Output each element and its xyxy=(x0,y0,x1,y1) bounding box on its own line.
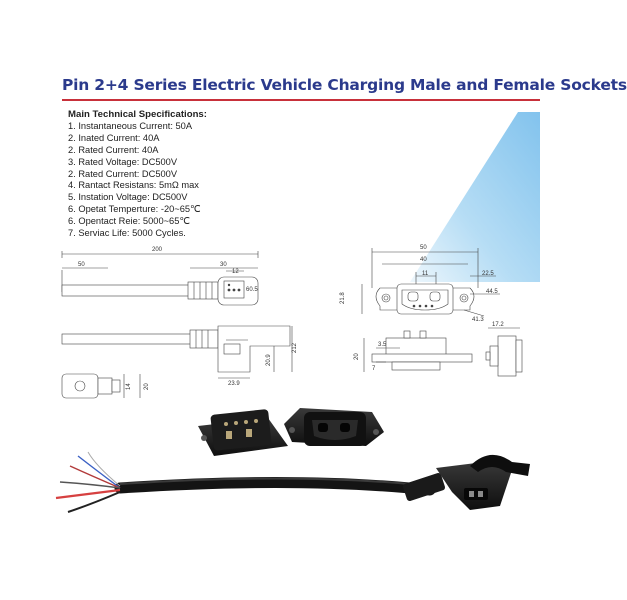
cable-side-view xyxy=(61,325,293,379)
dim-label: 11 xyxy=(422,271,429,277)
socket-male-photo xyxy=(198,409,288,456)
dim-label: 30 xyxy=(220,262,227,268)
dim-label: 40 xyxy=(420,257,427,263)
technical-drawing: 200 50 30 12 60.5 212 20.9 23.9 14 20 xyxy=(55,112,540,513)
socket-end-view xyxy=(485,327,523,377)
dim-label: 44.5 xyxy=(486,289,498,295)
cable-assembly-photo xyxy=(55,451,436,513)
dim-label: 20 xyxy=(354,353,360,360)
dim-label: 12 xyxy=(232,269,239,275)
dim-label: 50 xyxy=(420,245,427,251)
page-title: Pin 2+4 Series Electric Vehicle Charging… xyxy=(62,76,627,94)
spec-item: 2. Rated Current: DC500V xyxy=(68,168,178,179)
dim-label: 212 xyxy=(292,342,298,353)
cable-top-view-pins xyxy=(227,283,241,292)
spec-item: 5. Instation Voltage: DC500V xyxy=(68,192,188,203)
spec-item: 6. Opentact Reie: 5000~65℃ xyxy=(68,216,190,227)
socket-side-view xyxy=(363,330,473,372)
spec-item: 1. Instantaneous Current: 50A xyxy=(68,120,193,131)
spec-item: 2. Rated Current: 40A xyxy=(68,144,159,155)
dim-label: 21.8 xyxy=(340,292,346,304)
socket-female-photo xyxy=(284,408,384,446)
dim-label: 7 xyxy=(372,366,376,372)
spec-item: 3. Rated Voltage: DC500V xyxy=(68,156,178,167)
socket-front-view xyxy=(361,248,500,317)
spec-item: 2. Inated Current: 40A xyxy=(68,132,160,143)
dim-label: 200 xyxy=(152,247,163,253)
plug-end-view xyxy=(61,373,141,399)
dim-label: 50 xyxy=(78,262,85,268)
dim-label: 20 xyxy=(144,383,150,390)
spec-list: Main Technical Specifications: 1. Instan… xyxy=(68,109,207,240)
spec-item: 6. Opetat Temperture: -20~65℃ xyxy=(68,204,201,215)
spec-item: 7. Serviac Life: 5000 Cycles. xyxy=(68,228,186,239)
spec-header: Main Technical Specifications: xyxy=(68,109,207,120)
dim-label: 60.5 xyxy=(246,287,258,293)
dim-label: 20.9 xyxy=(266,354,272,366)
cable-top-view xyxy=(61,251,259,306)
dim-label: 17.2 xyxy=(492,322,504,328)
light-wedge xyxy=(410,112,540,282)
dim-label: 23.9 xyxy=(228,381,240,387)
dim-label: 41.3 xyxy=(472,317,484,323)
title-underline xyxy=(62,99,540,101)
dim-label: 22.5 xyxy=(482,271,494,277)
spec-item: 4. Rantact Resistans: 5mΩ max xyxy=(68,180,199,191)
socket-front-pins xyxy=(412,304,434,308)
dim-label: 3.5 xyxy=(378,342,387,348)
dim-label: 14 xyxy=(126,383,132,390)
cable-plug-photo xyxy=(402,454,530,510)
